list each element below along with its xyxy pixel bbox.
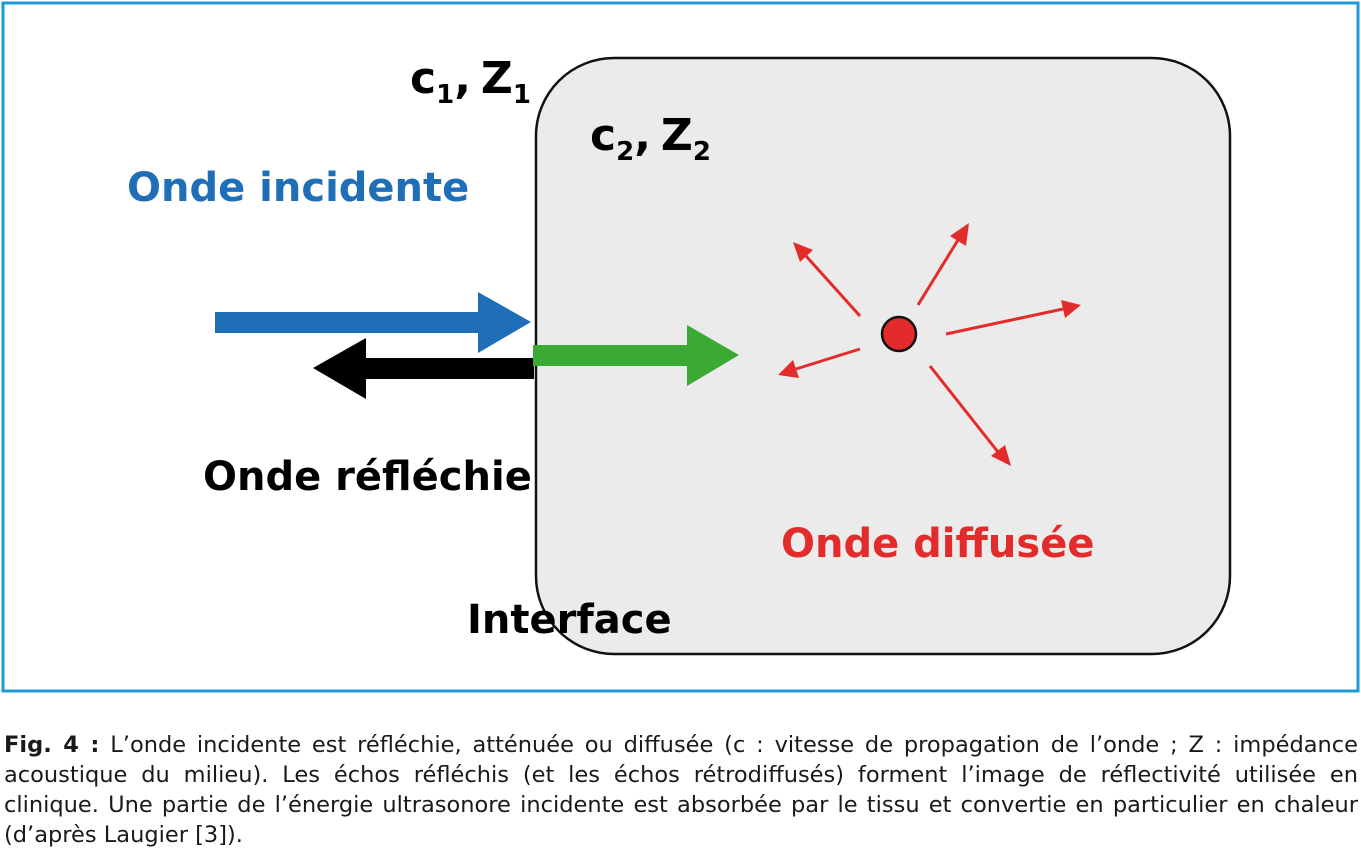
caption-text: L’onde incidente est réfléchie, atténuée… <box>4 732 1358 848</box>
incident-wave-arrow <box>215 292 531 353</box>
scattered-wave-label: Onde diffusée <box>781 521 1094 567</box>
reflected-wave-arrow <box>313 338 534 399</box>
medium-2-label: c2,Z2 <box>590 110 711 167</box>
scattered-arrow-down-right <box>928 365 1011 466</box>
scattered-arrow-left <box>778 347 861 378</box>
scattered-arrow-up-right <box>916 223 969 306</box>
wave-interface-diagram: c1,Z1 c2,Z2 Onde incidente <box>1 1 1360 693</box>
scattered-arrow-right <box>945 300 1081 336</box>
transmitted-wave-arrow <box>533 325 739 386</box>
interface-label: Interface <box>467 597 672 643</box>
medium-1-label: c1,Z1 <box>410 53 531 110</box>
incident-wave-label: Onde incidente <box>127 165 469 211</box>
scattered-arrow-up-left <box>793 242 862 318</box>
figure-caption: Fig. 4 : L’onde incidente est réfléchie,… <box>4 730 1358 850</box>
reflected-wave-label: Onde réfléchie <box>203 454 532 500</box>
caption-label: Fig. 4 : <box>4 732 100 758</box>
scatterer-point <box>880 315 918 353</box>
scattered-wave-arrows <box>778 223 1081 466</box>
